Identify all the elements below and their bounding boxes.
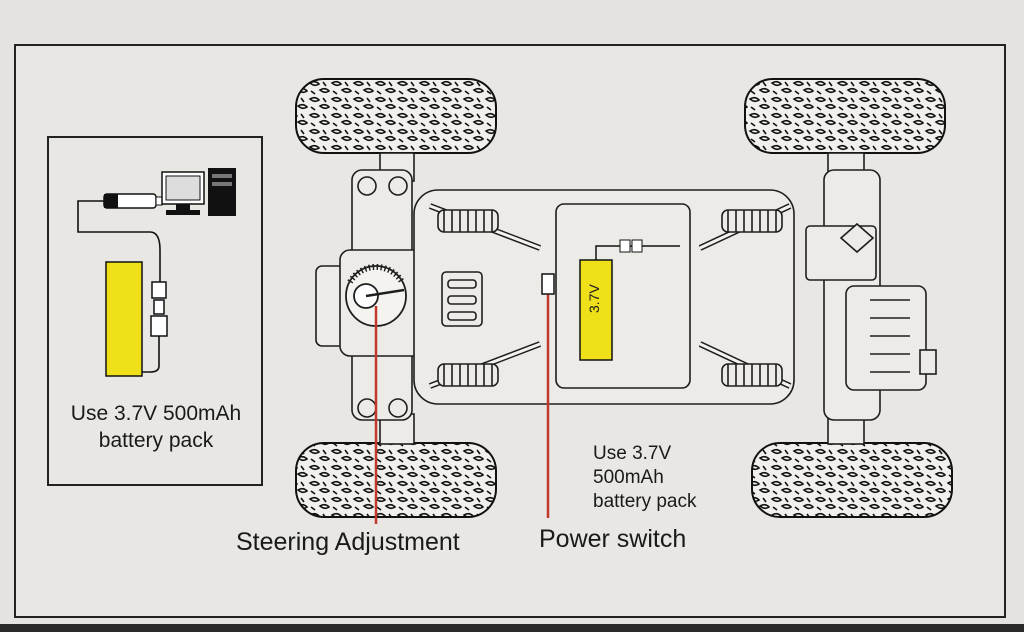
inset-caption-line2: battery pack [98,429,214,452]
battery-caption-line1: Use 3.7V [593,443,672,464]
rear-left-wheel [295,442,497,518]
chassis [315,152,937,445]
car-battery-label: 3.7V [586,284,602,313]
car-battery-icon [579,239,680,361]
power-switch-label: Power switch [539,525,687,553]
steering-adjustment-label: Steering Adjustment [236,528,460,556]
bottom-edge [0,624,1024,632]
battery-caption-line2: 500mAh [593,467,664,488]
battery-caption-line3: battery pack [593,491,697,512]
inset-battery-icon [105,261,143,377]
steering-dial [345,263,407,327]
inset-caption: Use 3.7V 500mAh battery pack [53,400,259,454]
charging-inset [47,136,263,486]
front-right-wheel [744,78,946,154]
power-switch [541,273,555,295]
rear-right-wheel [751,442,953,518]
battery-caption: Use 3.7V 500mAh battery pack [593,442,697,514]
battery-connector-icon [142,281,168,373]
inset-caption-line1: Use 3.7V 500mAh [70,402,242,425]
front-left-wheel [295,78,497,154]
computer-icon [161,168,236,216]
